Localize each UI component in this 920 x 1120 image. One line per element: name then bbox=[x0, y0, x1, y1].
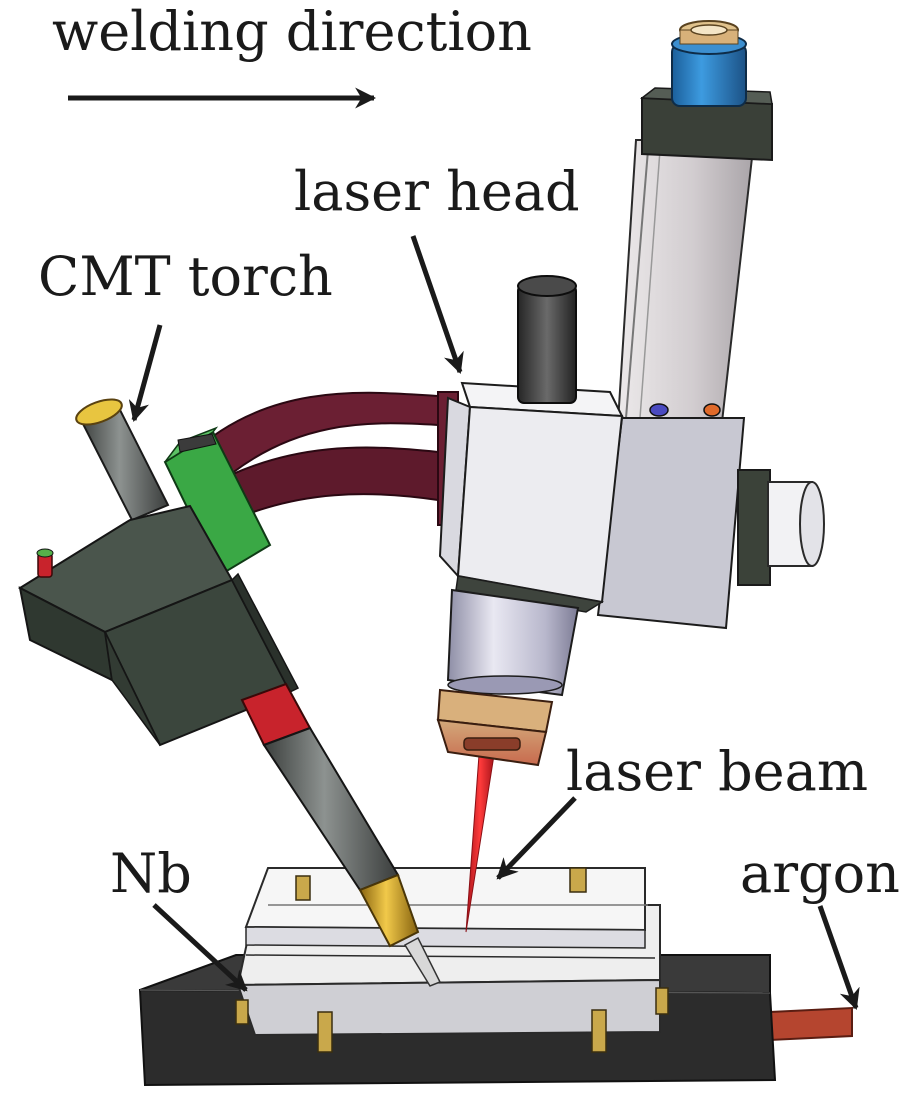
label-cmt-torch: CMT torch bbox=[38, 245, 333, 308]
copper-nozzle bbox=[436, 688, 554, 767]
label-laser-beam: laser beam bbox=[566, 740, 868, 803]
torch-neck bbox=[240, 682, 400, 892]
clamps bbox=[235, 867, 669, 1053]
label-laser-head: laser head bbox=[294, 160, 580, 223]
labels: welding direction laser head CMT torch l… bbox=[38, 0, 900, 905]
laser-head-arrow bbox=[410, 235, 464, 374]
cmt-torch-arrow bbox=[128, 324, 163, 423]
laser-head-side-block bbox=[596, 417, 825, 630]
cmt-torch-assembly bbox=[17, 398, 442, 987]
annotation-arrows bbox=[68, 87, 860, 1010]
eyepiece bbox=[517, 275, 577, 404]
argon-arrow bbox=[817, 905, 860, 1010]
nb-arrow bbox=[152, 903, 248, 992]
label-welding-direction: welding direction bbox=[52, 0, 532, 63]
label-nb: Nb bbox=[110, 842, 192, 905]
optics-column bbox=[616, 20, 773, 423]
laser-head-assembly bbox=[436, 20, 825, 767]
label-argon: argon bbox=[740, 842, 900, 905]
laser-beam-arrow bbox=[496, 796, 577, 880]
nb-workpiece bbox=[235, 867, 669, 1053]
argon-tube bbox=[769, 1006, 853, 1042]
laser-head-main-block bbox=[438, 381, 624, 613]
torch-contact-tip bbox=[358, 873, 442, 987]
focusing-lens-tube bbox=[446, 588, 580, 697]
